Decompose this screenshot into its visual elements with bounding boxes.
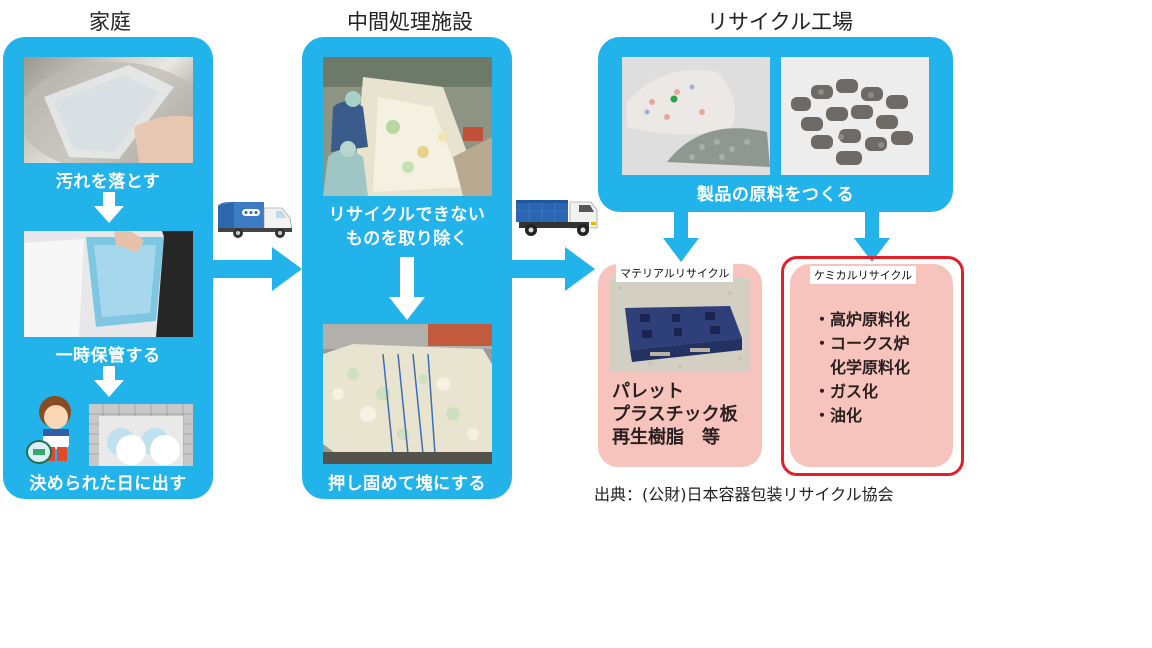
section-title-home: 家庭 bbox=[89, 10, 131, 34]
product-line: プラスチック板 bbox=[612, 404, 738, 425]
method-line: 化学原料化 bbox=[814, 358, 911, 377]
garbage-truck-icon bbox=[218, 202, 293, 238]
method-line: ・高炉原料化 bbox=[814, 310, 911, 329]
factory-caption: 製品の原料をつくる bbox=[696, 185, 855, 205]
chemical-recycle-highlight-frame bbox=[781, 256, 964, 476]
dump-truck-icon bbox=[516, 200, 598, 236]
step-caption-put-out: 決められた日に出す bbox=[29, 474, 187, 494]
home-panel: 汚れを落とす 一時保管する bbox=[3, 37, 213, 499]
down-arrow-icon bbox=[389, 257, 425, 320]
product-line: パレット bbox=[612, 381, 684, 402]
step-caption-wash: 汚れを落とす bbox=[55, 172, 161, 192]
plastic-pallet-photo bbox=[610, 278, 750, 372]
sorting-line-photo bbox=[323, 57, 492, 196]
plastic-pellets-rods-photo bbox=[781, 57, 929, 175]
material-recycle-products: パレット プラスチック板 再生樹脂 等 bbox=[612, 380, 738, 449]
material-recycle-label: マテリアルリサイクル bbox=[616, 264, 734, 282]
source-citation: 出典：(公財)日本容器包装リサイクル協会 bbox=[594, 485, 894, 504]
section-title-factory: リサイクル工場 bbox=[707, 10, 853, 34]
factory-panel: 製品の原料をつくる bbox=[598, 37, 953, 212]
step-caption-remove-line2: ものを取り除く bbox=[345, 229, 469, 249]
intermediate-panel: リサイクルできない ものを取り除く 押し固めて塊にする bbox=[302, 37, 512, 499]
step-caption-compress: 押し固めて塊にする bbox=[328, 474, 486, 494]
product-line: 再生樹脂 等 bbox=[612, 427, 720, 448]
down-arrow-material-icon bbox=[663, 212, 699, 262]
section-title-intermediate: 中間処理施設 bbox=[347, 10, 473, 34]
material-recycle-box: マテリアルリサイクル パレット プラスチック板 再生樹脂 等 bbox=[598, 264, 762, 467]
down-arrow-chemical-icon bbox=[854, 212, 890, 262]
chemical-recycle-box: ケミカルリサイクル ・高炉原料化 ・コークス炉 化学原料化 ・ガス化 ・油化 bbox=[790, 264, 953, 467]
storage-bins-photo bbox=[24, 231, 193, 337]
chemical-recycle-methods: ・高炉原料化 ・コークス炉 化学原料化 ・ガス化 ・油化 bbox=[814, 308, 910, 428]
collection-enclosure-icon bbox=[89, 404, 193, 466]
down-arrow-icon bbox=[94, 192, 124, 223]
down-arrow-icon bbox=[94, 366, 124, 397]
child-illustration-icon bbox=[26, 396, 71, 464]
garbage-collection-point-illustration bbox=[26, 396, 193, 466]
step-caption-store: 一時保管する bbox=[55, 346, 161, 366]
flow-arrow-right-icon bbox=[511, 247, 595, 291]
plastic-flakes-pellets-photo bbox=[622, 57, 770, 175]
chemical-recycle-label: ケミカルリサイクル bbox=[810, 266, 917, 284]
method-line: ・コークス炉 bbox=[814, 334, 910, 353]
method-line: ・ガス化 bbox=[814, 382, 879, 401]
compressed-bale-photo bbox=[323, 324, 492, 464]
flow-arrow-right-icon bbox=[212, 247, 302, 291]
washing-plastic-container-photo bbox=[24, 57, 193, 163]
method-line: ・油化 bbox=[814, 406, 863, 425]
step-caption-remove-line1: リサイクルできない bbox=[328, 205, 486, 225]
